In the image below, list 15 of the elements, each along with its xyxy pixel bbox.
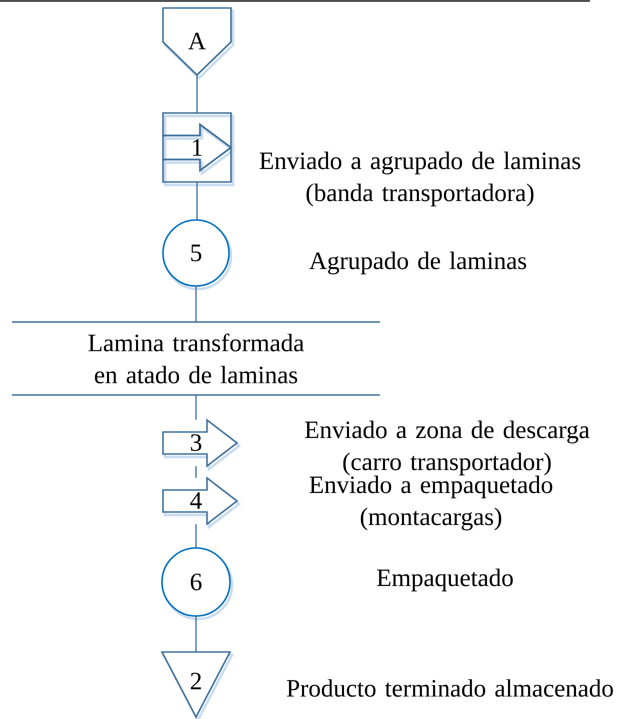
description-text: Producto terminado almacenado	[286, 679, 613, 697]
connector-line	[196, 182, 198, 220]
connector-line	[196, 75, 198, 113]
description-text: Agrupado de laminas	[309, 252, 526, 274]
connector-line	[195, 616, 197, 652]
connector-line	[195, 466, 197, 478]
connector-line	[195, 524, 197, 548]
off-page-connector: A	[162, 7, 234, 80]
connector-line	[195, 286, 197, 322]
description-text: Enviado a agrupado de laminas (banda transportadora)	[260, 152, 580, 206]
connector-line	[195, 395, 197, 420]
description-text: Enviado a empaquetado (montacargas)	[310, 476, 552, 530]
description-text: Enviado a zona de descarga (carro transportador)	[304, 420, 590, 476]
description-text: Empaquetado	[377, 568, 513, 592]
process-band: Lamina transformada en atado de laminas	[12, 321, 380, 396]
